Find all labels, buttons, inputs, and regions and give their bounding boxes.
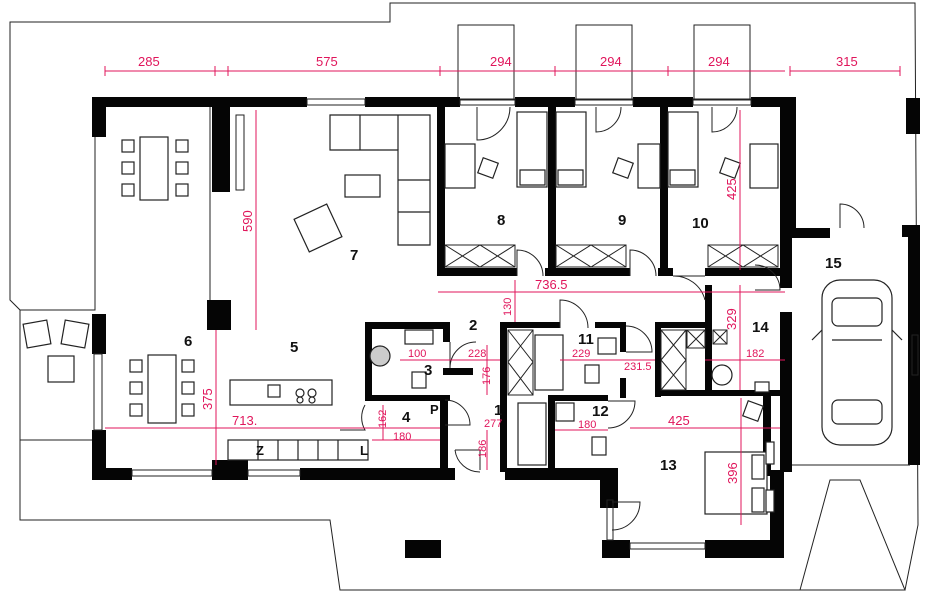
room-13-label: 13	[660, 457, 677, 474]
dim-176: 176	[481, 367, 493, 385]
bedroom-furniture	[444, 111, 779, 423]
dim-100: 100	[408, 348, 426, 360]
dim-180-a: 180	[393, 431, 411, 443]
dim-229: 229	[572, 348, 590, 360]
room-15-label: 15	[825, 255, 842, 272]
room-8-label: 8	[497, 212, 505, 229]
room-2-label: 2	[469, 317, 477, 334]
kitchen-label-l: L	[360, 443, 368, 458]
windows	[93, 98, 919, 550]
dim-130: 130	[502, 298, 514, 316]
dim-228: 228	[468, 348, 486, 360]
dining-sets	[22, 136, 195, 424]
dim-186: 186	[477, 440, 489, 458]
dim-162: 162	[377, 410, 389, 428]
room-10-label: 10	[692, 215, 709, 232]
wardrobes	[444, 244, 779, 396]
dim-294-c: 294	[708, 54, 730, 69]
dim-180-b: 180	[578, 419, 596, 431]
dim-329: 329	[724, 308, 739, 330]
dim-375: 375	[200, 388, 215, 410]
interior-walls	[365, 107, 785, 476]
dim-425-h: 425	[668, 413, 690, 428]
window-bays	[457, 24, 751, 101]
exterior-walls	[92, 97, 920, 558]
car-icon	[811, 279, 903, 446]
dim-425-v: 425	[724, 178, 739, 200]
dim-590: 590	[240, 210, 255, 232]
doors	[340, 106, 865, 531]
room-6-label: 6	[184, 333, 192, 350]
dim-294-a: 294	[490, 54, 512, 69]
room-1-label: 1	[494, 402, 502, 419]
room-12-label: 12	[592, 403, 609, 420]
room-5-label: 5	[290, 339, 298, 356]
dim-315: 315	[836, 54, 858, 69]
dimension-lines	[104, 66, 901, 525]
kitchen-label-p: P	[430, 402, 439, 417]
living-room-furniture	[227, 114, 431, 461]
dim-575: 575	[316, 54, 338, 69]
dim-396: 396	[725, 462, 740, 484]
dim-231-5: 231.5	[624, 361, 652, 373]
roof-outline	[9, 2, 919, 591]
dim-277: 277	[484, 418, 502, 430]
dim-285: 285	[138, 54, 160, 69]
room-7-label: 7	[350, 247, 358, 264]
master-bed	[704, 441, 775, 515]
terrace-outline	[19, 98, 96, 441]
dim-182: 182	[746, 348, 764, 360]
room-4-label: 4	[402, 409, 411, 426]
kitchen-label-z: Z	[256, 443, 264, 458]
driveway	[799, 479, 906, 591]
bathroom-fixtures	[369, 329, 770, 466]
dim-294-b: 294	[600, 54, 622, 69]
room-9-label: 9	[618, 212, 626, 229]
dim-713: 713.	[232, 413, 257, 428]
room-14-label: 14	[752, 319, 769, 336]
room-3-label: 3	[424, 362, 432, 379]
dim-736-5: 736.5	[535, 277, 568, 292]
room-11-label: 11	[578, 331, 594, 348]
